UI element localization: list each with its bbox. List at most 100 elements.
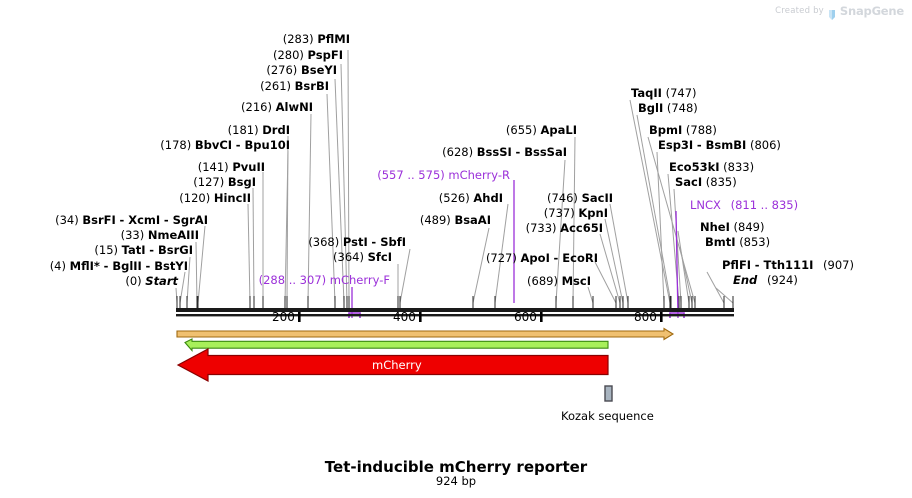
site-position: (788): [685, 123, 717, 137]
site-label-alwni[interactable]: (216) AlwNI: [0, 101, 313, 114]
site-label-sacii[interactable]: (746) SacII: [0, 192, 613, 205]
site-enzyme-name: PspFI: [307, 48, 343, 62]
site-position: (727): [485, 251, 517, 265]
site-position: (216): [241, 100, 272, 114]
site-position: (833): [723, 160, 755, 174]
site-position: (15): [94, 243, 118, 257]
primer-label-mcherry-r[interactable]: (557 .. 575) mCherry-R: [0, 169, 510, 182]
site-label-bsaai[interactable]: (489) BsaAI: [0, 214, 491, 227]
site-position: (737): [543, 206, 575, 220]
site-label-bsrbi[interactable]: (261) BsrBI: [0, 80, 329, 93]
kozak-sequence-caption: Kozak sequence: [561, 409, 654, 423]
site-enzyme-name: BssSaI: [524, 145, 567, 159]
site-enzyme-name: PvuII: [232, 160, 265, 174]
site-label-eco53ki[interactable]: Eco53kI (833): [669, 161, 754, 174]
site-label-bseyi[interactable]: (276) BseYI: [0, 64, 337, 77]
site-label-nmeaiii[interactable]: (33) NmeAIII: [0, 229, 199, 242]
ruler-tick-label-200: 200: [272, 310, 295, 324]
feature-mcherry-arrow[interactable]: [176, 348, 609, 382]
feature-orange-arrow[interactable]: [176, 327, 675, 341]
site-label-tati-bsrgi[interactable]: (15) TatI - BsrGI: [0, 244, 193, 257]
ruler-tick-label-400: 400: [393, 310, 416, 324]
site-enzyme-name: NmeAIII: [147, 228, 199, 242]
feature-green-arrow[interactable]: [184, 338, 609, 352]
site-enzyme-name: PflFI: [722, 258, 752, 272]
site-name-separator: -: [235, 138, 245, 152]
site-enzyme-name: Esp3I: [658, 138, 694, 152]
site-enzyme-name: SfcI: [367, 250, 392, 264]
site-enzyme-name: MflI*: [69, 259, 100, 273]
site-label-apoi-ecori[interactable]: (727) ApoI - EcoRI: [0, 252, 598, 265]
site-position: (276): [266, 63, 298, 77]
site-enzyme-name: Tth111I: [763, 258, 814, 272]
site-enzyme-name: ApoI: [520, 251, 550, 265]
site-label-msci[interactable]: (689) MscI: [0, 275, 591, 288]
site-enzyme-name: SgrAI: [172, 213, 208, 227]
site-label-acc65i[interactable]: (733) Acc65I: [0, 222, 603, 235]
site-enzyme-name: BssSI: [476, 145, 512, 159]
site-label-pspfi[interactable]: (280) PspFI: [0, 49, 343, 62]
site-enzyme-name: EcoRI: [562, 251, 598, 265]
site-label-pflfi-tth111i[interactable]: PflFI - Tth111I (907): [722, 259, 854, 272]
site-enzyme-name: BsmBI: [705, 138, 747, 152]
site-enzyme-name: BseYI: [300, 63, 337, 77]
site-enzyme-name: BsaAI: [454, 213, 491, 227]
site-label-bsssi-bsssai[interactable]: (628) BssSI - BssSaI: [0, 146, 567, 159]
site-enzyme-name: TaqII: [631, 86, 662, 100]
site-label-ahdi[interactable]: (526) AhdI: [0, 192, 503, 205]
site-label-esp3i-bsmbi[interactable]: Esp3I - BsmBI (806): [658, 139, 781, 152]
site-label-hincii[interactable]: (120) HincII: [0, 192, 251, 205]
site-position: (141): [197, 160, 229, 174]
site-enzyme-name: MscI: [561, 274, 591, 288]
site-label-bsrfi-xcmi-sgrai[interactable]: (34) BsrFI - XcmI - SgrAI: [0, 214, 208, 227]
site-position: (849): [733, 220, 765, 234]
site-position: (746): [546, 191, 578, 205]
site-position: (280): [272, 48, 304, 62]
site-position: (689): [527, 274, 558, 288]
site-enzyme-name: AhdI: [473, 191, 503, 205]
kozak-sequence-marker[interactable]: [604, 385, 613, 402]
site-label-taqii[interactable]: TaqII (747): [631, 87, 697, 100]
site-label-apali[interactable]: (655) ApaLI: [0, 124, 577, 137]
primer-label-lncx[interactable]: LNCX (811 .. 835): [690, 199, 798, 212]
site-label-bgli[interactable]: BglI (748): [638, 102, 698, 115]
site-label-saci[interactable]: SacI (835): [675, 176, 737, 189]
site-label-pvuii[interactable]: (141) PvuII: [0, 161, 265, 174]
site-enzyme-name: BstYI: [154, 259, 188, 273]
site-position: (34): [55, 213, 79, 227]
site-label-kpni[interactable]: (737) KpnI: [0, 207, 608, 220]
site-enzyme-name: HincII: [213, 191, 251, 205]
site-label-bmti[interactable]: BmtI (853): [705, 236, 770, 249]
site-enzyme-name: AlwNI: [275, 100, 313, 114]
site-label-drdi[interactable]: (181) DrdI: [0, 124, 290, 137]
site-name-separator: -: [149, 243, 158, 257]
site-enzyme-name: Acc65I: [560, 221, 603, 235]
site-label-pflmi[interactable]: (283) PflMI: [0, 33, 350, 46]
primer-range: (288 .. 307): [258, 273, 327, 287]
site-enzyme-name: ApaLI: [540, 123, 578, 137]
site-label-sfci[interactable]: (364) SfcI: [0, 251, 392, 264]
site-enzyme-name: SacI: [675, 175, 703, 189]
site-label-mfli-bglii-bstyi[interactable]: (4) MflI* - BglII - BstYI: [0, 260, 188, 273]
site-label-bsgi[interactable]: (127) BsgI: [0, 176, 256, 189]
site-position: (364): [333, 250, 364, 264]
site-label-start[interactable]: (0) Start: [0, 275, 178, 288]
site-label-nhei[interactable]: NheI (849): [700, 221, 764, 234]
site-label-bpmi[interactable]: BpmI (788): [649, 124, 717, 137]
site-label-psti-sbfi[interactable]: (368) PstI - SbfI: [0, 236, 406, 249]
site-position: (748): [666, 101, 698, 115]
site-enzyme-name: BsgI: [227, 175, 256, 189]
site-label-bbvci-bpu10i[interactable]: (178) BbvCI - Bpu10I: [0, 139, 290, 152]
site-enzyme-name: KpnI: [578, 206, 608, 220]
site-name-separator: -: [119, 213, 129, 227]
site-name-separator: -: [754, 258, 764, 272]
watermark-created-by-label: Created by: [775, 6, 824, 16]
site-enzyme-name: BpmI: [649, 123, 683, 137]
site-enzyme-name: Eco53kI: [669, 160, 720, 174]
feature-label-mcherry: mCherry: [372, 358, 422, 372]
watermark-brand-label: SnapGene: [839, 4, 904, 18]
primer-label-mcherry-f[interactable]: (288 .. 307) mCherry-F: [0, 274, 390, 287]
site-label-end[interactable]: End (924): [733, 274, 798, 287]
leader-lines-right: [629, 99, 734, 304]
